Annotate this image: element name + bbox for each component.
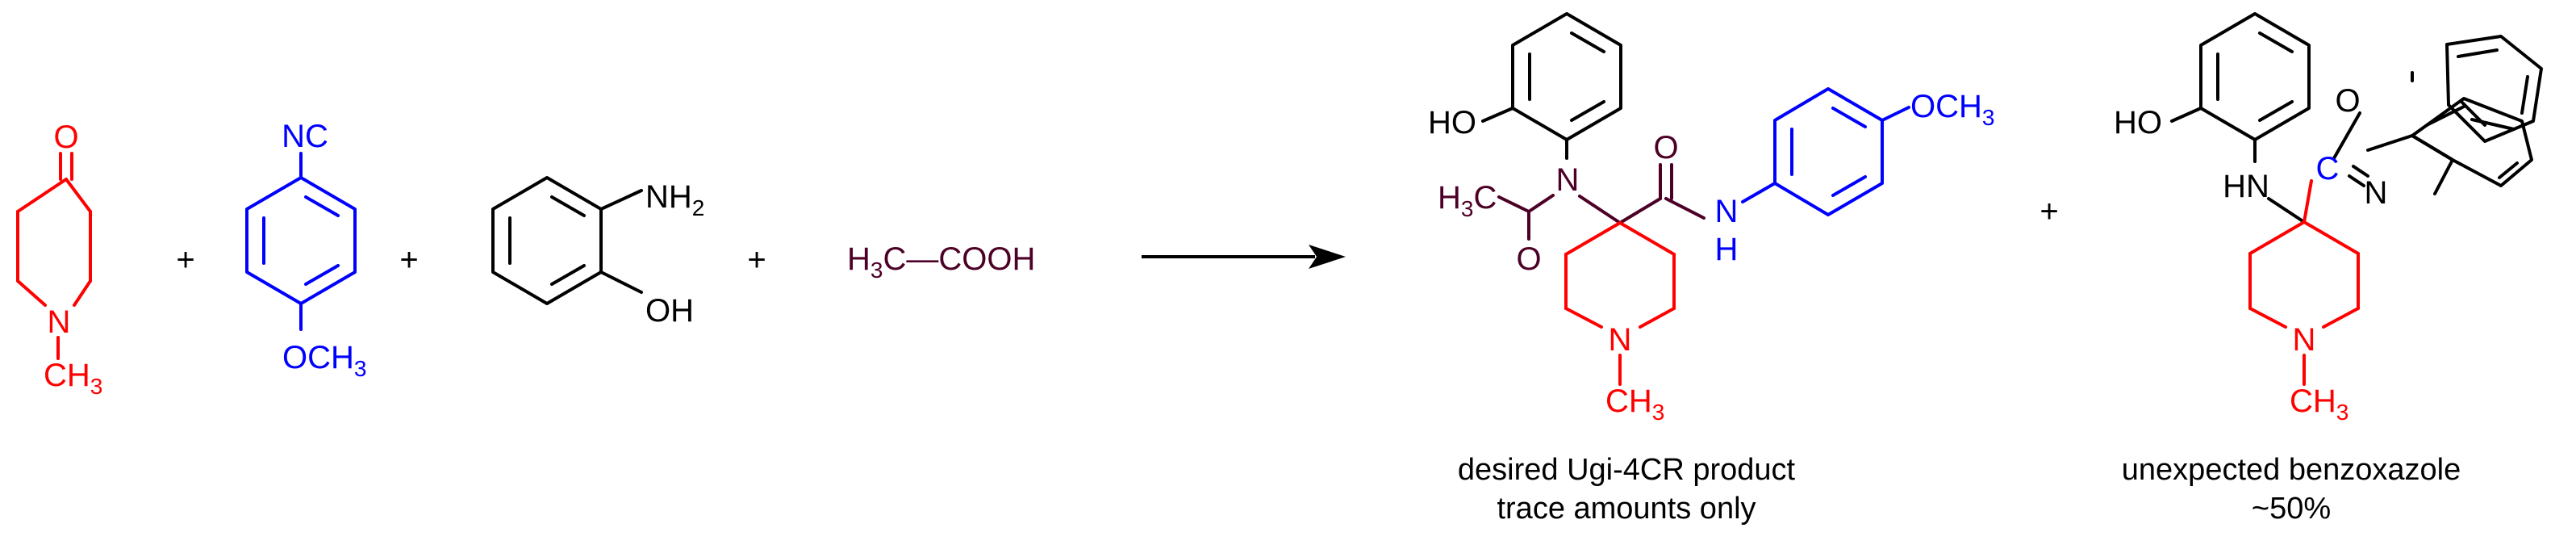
ketone-oxygen-label: O: [53, 119, 78, 155]
ugi-acetyl-methyl-label: H3C: [1438, 180, 1497, 221]
plus-sign-1: +: [176, 242, 194, 278]
acetic-acid-label: H3C—COOH: [847, 241, 1035, 283]
ugi-n-methyl-label: CH3: [1605, 383, 1664, 425]
ugi-carbonyl-oxygen-top-label: O: [1653, 130, 1678, 166]
ugi-hydroxy-label: HO: [1428, 105, 1476, 140]
ugi-methoxy-label: OCH3: [1910, 89, 1994, 130]
benzoxazole-product: HO HN O N C: [2114, 12, 2543, 526]
ugi-amide-nh-hydrogen-label: H: [1715, 232, 1739, 267]
benzoxazole-nitrogen-label: N: [2365, 175, 2388, 211]
benzoxazole-nh-label: HN: [2223, 169, 2269, 204]
plus-sign-3: +: [747, 242, 766, 278]
benzoxazole-caption-line2: ~50%: [2252, 492, 2331, 526]
reaction-arrow: [1142, 245, 1346, 269]
ugi-caption-line2: trace amounts only: [1497, 492, 1756, 526]
benzoxazole-n-methyl-label: CH3: [2290, 383, 2348, 425]
aminophenol-amine-label: NH2: [645, 179, 704, 220]
ugi-piperidine-nitrogen-label: N: [1609, 322, 1632, 358]
plus-sign-4: +: [2040, 194, 2058, 229]
ugi-caption-line1: desired Ugi-4CR product: [1458, 453, 1796, 487]
ketone-methyl-label: CH3: [44, 358, 102, 399]
ugi-product: HO N O H3C O N H OCH3: [1428, 12, 1994, 526]
benzoxazole-oxygen-label: O: [2335, 83, 2360, 119]
benzoxazole-hydroxy-label: HO: [2114, 105, 2162, 140]
benzoxazole-carbon-label: C: [2316, 151, 2340, 186]
aminophenol-hydroxy-label: OH: [645, 293, 694, 329]
ketone-nitrogen-label: N: [48, 304, 71, 340]
aminophenol: NH2 OH: [491, 176, 704, 329]
benzoxazole-caption-line1: unexpected benzoxazole: [2122, 453, 2461, 487]
methoxyphenyl-isocyanide: NC OCH3: [245, 119, 366, 381]
benzoxazole-piperidine-nitrogen-label: N: [2293, 322, 2316, 358]
ugi-amide-nh-nitrogen-label: N: [1715, 194, 1739, 229]
plus-sign-2: +: [399, 242, 418, 278]
n-methyl-piperidone: O N CH3: [16, 119, 102, 399]
isocyanide-methoxy-label: OCH3: [282, 340, 366, 381]
isocyanide-label: NC: [282, 119, 328, 154]
ugi-amide-nitrogen-label: N: [1556, 162, 1580, 198]
ugi-carbonyl-oxygen-bottom-label: O: [1516, 241, 1541, 277]
